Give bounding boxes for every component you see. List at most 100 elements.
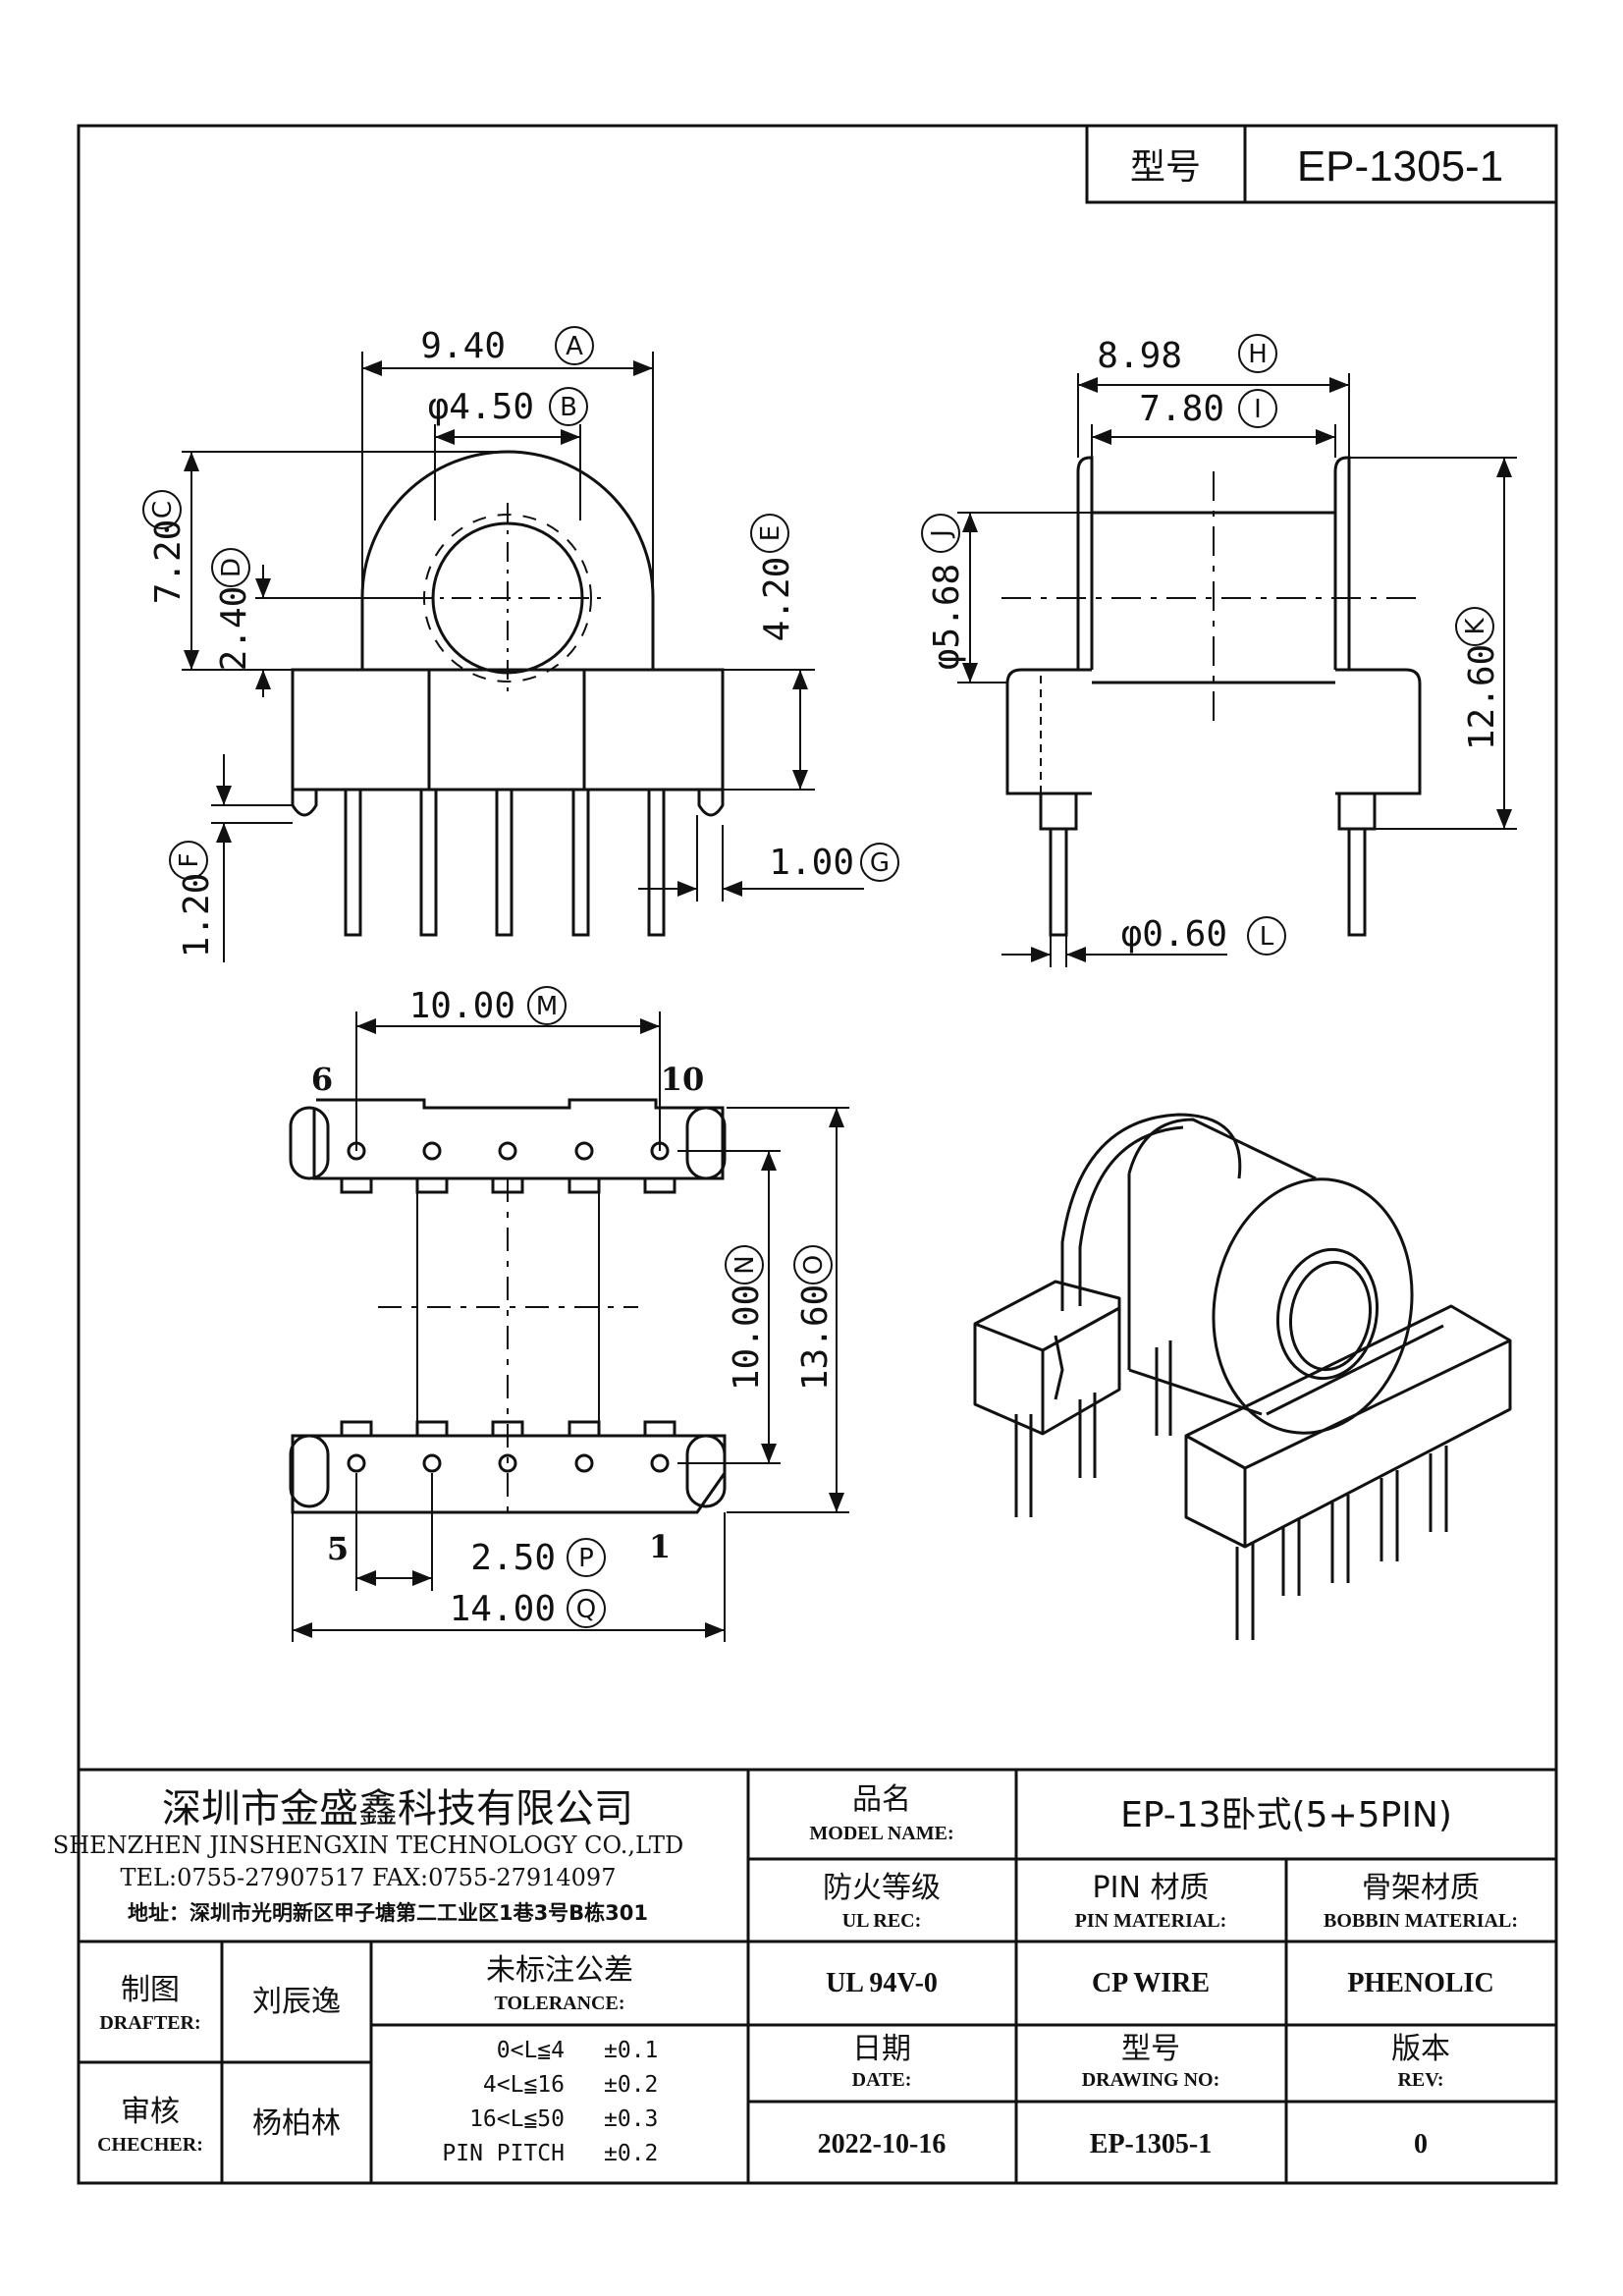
checker-cn: 审核 (121, 2095, 180, 2129)
dim-n-value: 10.00 (727, 1285, 767, 1391)
rev-value: 0 (1414, 2129, 1428, 2159)
dim-a-value: 9.40 (420, 326, 506, 366)
dim-j-value: φ5.68 (927, 564, 967, 670)
pin-material-cn: PIN 材质 (1093, 1871, 1210, 1905)
header-model-value: EP-1305-1 (1297, 142, 1503, 191)
dim-p-value: 2.50 (470, 1538, 556, 1578)
dim-m-circle (527, 986, 567, 1025)
ul-rec-value: UL 94V-0 (826, 1968, 938, 1998)
dim-f-circle (169, 841, 208, 880)
pin-label-6: 6 (311, 1061, 333, 1098)
dim-f-value: 1.20 (177, 873, 217, 958)
company-info: 深圳市金盛鑫科技有限公司 SHENZHEN JINSHENGXIN TECHNO… (53, 1786, 683, 1925)
pin-material-en: PIN MATERIAL: (1075, 1910, 1227, 1932)
dim-o-circle (793, 1245, 833, 1285)
model-name-cn: 品名 (852, 1782, 911, 1817)
checker-en: CHECHER: (97, 2134, 203, 2156)
dim-k-value: 12.60 (1462, 644, 1502, 750)
bottom-view-labels: 10.00 M 10.00 N 13.60 O 2.50 P 14.00 Q 6… (311, 986, 836, 1629)
dim-q-letter: Q (576, 1595, 596, 1624)
dim-f-letter: F (175, 853, 204, 868)
dim-g-letter: G (870, 848, 890, 878)
drafter-en: DRAFTER: (99, 2012, 200, 2034)
model-name-en: MODEL NAME: (809, 1823, 953, 1844)
tolerance-value-3: ±0.3 (604, 2106, 658, 2132)
dim-c-value: 7.20 (148, 519, 189, 605)
title-block-grid (79, 1768, 1556, 2183)
title-block-text: 品名 MODEL NAME: EP-13卧式(5+5PIN) 防火等级 UL R… (97, 1782, 1518, 2166)
dim-p-letter: P (578, 1544, 594, 1573)
dim-e-circle (750, 514, 789, 553)
company-tel-fax: TEL:0755-27907517 FAX:0755-27914097 (121, 1864, 617, 1891)
dim-d-letter: D (217, 558, 246, 577)
pin-material-value: CP WIRE (1092, 1968, 1210, 1998)
dim-i-value: 7.80 (1139, 389, 1224, 429)
header-model-box: 型号 EP-1305-1 (1085, 124, 1558, 204)
dim-g-circle (860, 843, 899, 882)
front-view-dimension-labels: 9.40 A φ4.50 B 7.20 C 2.40 D 4.20 E 1.20… (142, 326, 899, 958)
date-value: 2022-10-16 (818, 2129, 947, 2159)
dim-h-letter: H (1248, 340, 1268, 369)
dim-j-letter: J (927, 529, 956, 539)
dim-e-letter: E (756, 525, 785, 541)
dim-h-circle (1238, 334, 1277, 373)
pin-label-5: 5 (327, 1530, 349, 1567)
front-view-dimensions (182, 352, 864, 962)
tolerance-value-1: ±0.1 (604, 2038, 658, 2063)
pin-label-1: 1 (649, 1528, 671, 1565)
dim-e-value: 4.20 (757, 557, 797, 642)
dim-h-value: 8.98 (1097, 336, 1182, 376)
drawing-no-en: DRAWING NO: (1082, 2069, 1220, 2091)
dim-q-circle (567, 1589, 606, 1628)
dim-n-letter: N (730, 1255, 760, 1274)
ul-rec-cn: 防火等级 (823, 1871, 941, 1905)
tolerance-range-1: 0<L≦4 (497, 2038, 565, 2063)
dim-m-letter: M (536, 992, 558, 1021)
dim-k-letter: K (1461, 618, 1490, 635)
model-name-value: EP-13卧式(5+5PIN) (1120, 1795, 1452, 1835)
dim-l-circle (1247, 916, 1286, 956)
dim-c-circle (142, 490, 182, 529)
dim-a-circle (555, 326, 594, 365)
tolerance-cn: 未标注公差 (486, 1953, 633, 1988)
dim-g-value: 1.00 (769, 843, 854, 883)
dim-n-circle (725, 1245, 764, 1285)
ul-rec-en: UL REC: (842, 1910, 922, 1932)
bottom-view-dimensions (292, 1011, 849, 1642)
header-model-label: 型号 (1130, 147, 1201, 188)
drafter-cn: 制图 (121, 1973, 180, 2007)
date-en: DATE: (852, 2069, 912, 2091)
company-name-cn: 深圳市金盛鑫科技有限公司 (162, 1786, 633, 1831)
company-name-en: SHENZHEN JINSHENGXIN TECHNOLOGY CO.,LTD (53, 1831, 683, 1859)
dim-k-circle (1455, 607, 1494, 646)
drafter-name: 刘辰逸 (252, 1985, 341, 2019)
dim-b-letter: B (560, 393, 577, 422)
isometric-view (973, 1113, 1512, 1640)
dim-p-circle (567, 1538, 606, 1577)
bobbin-material-value: PHENOLIC (1347, 1968, 1493, 1998)
tolerance-range-2: 4<L≦16 (483, 2072, 565, 2098)
bobbin-material-cn: 骨架材质 (1362, 1871, 1480, 1905)
dim-b-value: φ4.50 (428, 387, 534, 427)
tolerance-range-3: 16<L≦50 (469, 2106, 565, 2132)
dim-d-circle (211, 548, 250, 587)
bottom-view (289, 1098, 727, 1514)
dim-m-value: 10.00 (409, 986, 515, 1026)
drawing-no-cn: 型号 (1121, 2032, 1180, 2066)
dim-b-circle (549, 387, 588, 426)
dim-o-value: 13.60 (795, 1285, 836, 1391)
dim-d-value: 2.40 (214, 586, 254, 672)
dim-j-circle (921, 514, 960, 553)
company-address: 地址：深圳市光明新区甲子塘第二工业区1巷3号B栋301 (128, 1901, 648, 1925)
checker-name: 杨柏林 (252, 2106, 341, 2141)
drawing-no-value: EP-1305-1 (1090, 2129, 1212, 2159)
dim-q-value: 14.00 (450, 1589, 556, 1629)
tolerance-en: TOLERANCE: (495, 1993, 625, 2014)
rev-cn: 版本 (1391, 2032, 1450, 2066)
dim-i-circle (1238, 389, 1277, 428)
dim-a-letter: A (566, 332, 583, 361)
side-view-dimensions (957, 373, 1517, 967)
sheet-border (77, 124, 1558, 2185)
rev-en: REV: (1397, 2069, 1443, 2091)
front-view (291, 450, 725, 937)
